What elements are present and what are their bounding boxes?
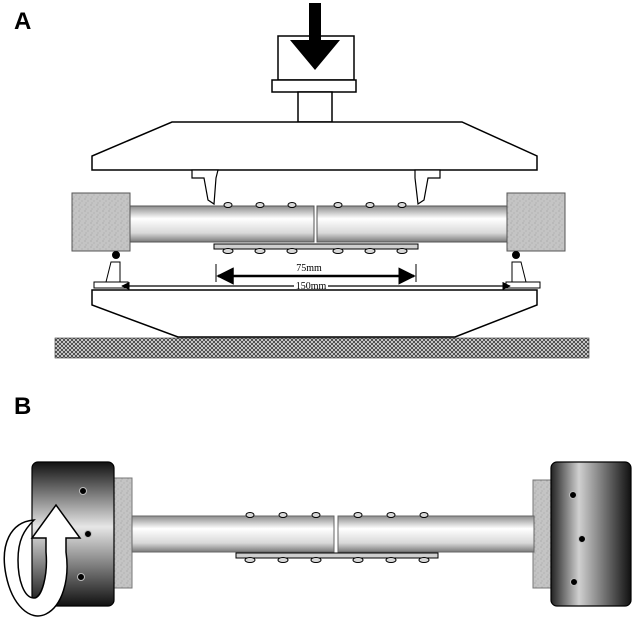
panel-b-label: B [14, 393, 31, 420]
ground-hatch [54, 337, 590, 359]
upper-loading-head [91, 121, 538, 171]
upper-support-left [191, 169, 219, 206]
specimen-rod-b-right [337, 515, 535, 553]
grip-right [550, 461, 632, 607]
lower-loading-base [91, 289, 538, 338]
grip-right-holes [569, 491, 586, 586]
splice-plate-b [235, 512, 439, 563]
grip-left-holes [77, 487, 92, 581]
panel-a: A [14, 3, 590, 359]
dimension-75mm: 75mm [215, 263, 417, 285]
specimen-rod-b-left [131, 515, 335, 553]
end-block-left [71, 192, 131, 252]
dimension-75mm-label: 75mm [296, 263, 322, 274]
bolt-row-bottom [222, 248, 408, 254]
splice-plate-a [213, 202, 419, 254]
bolt-row-b-bottom [244, 557, 430, 563]
bolt-row-top [223, 202, 407, 208]
panel-b: B [3, 393, 632, 617]
specimen-rod-left [129, 205, 315, 243]
dimension-150mm: 150mm [121, 280, 511, 292]
bolt-row-b-top [245, 512, 429, 518]
dimension-150mm-label: 150mm [296, 281, 327, 292]
specimen-rod-right [316, 205, 508, 243]
load-arrow-icon [290, 3, 340, 70]
upper-support-right [414, 169, 441, 206]
end-block-right [506, 192, 566, 252]
rotation-arrow-icon [3, 503, 82, 617]
lower-support-right [505, 251, 541, 289]
panel-a-label: A [14, 8, 31, 35]
lower-support-left [93, 251, 129, 289]
